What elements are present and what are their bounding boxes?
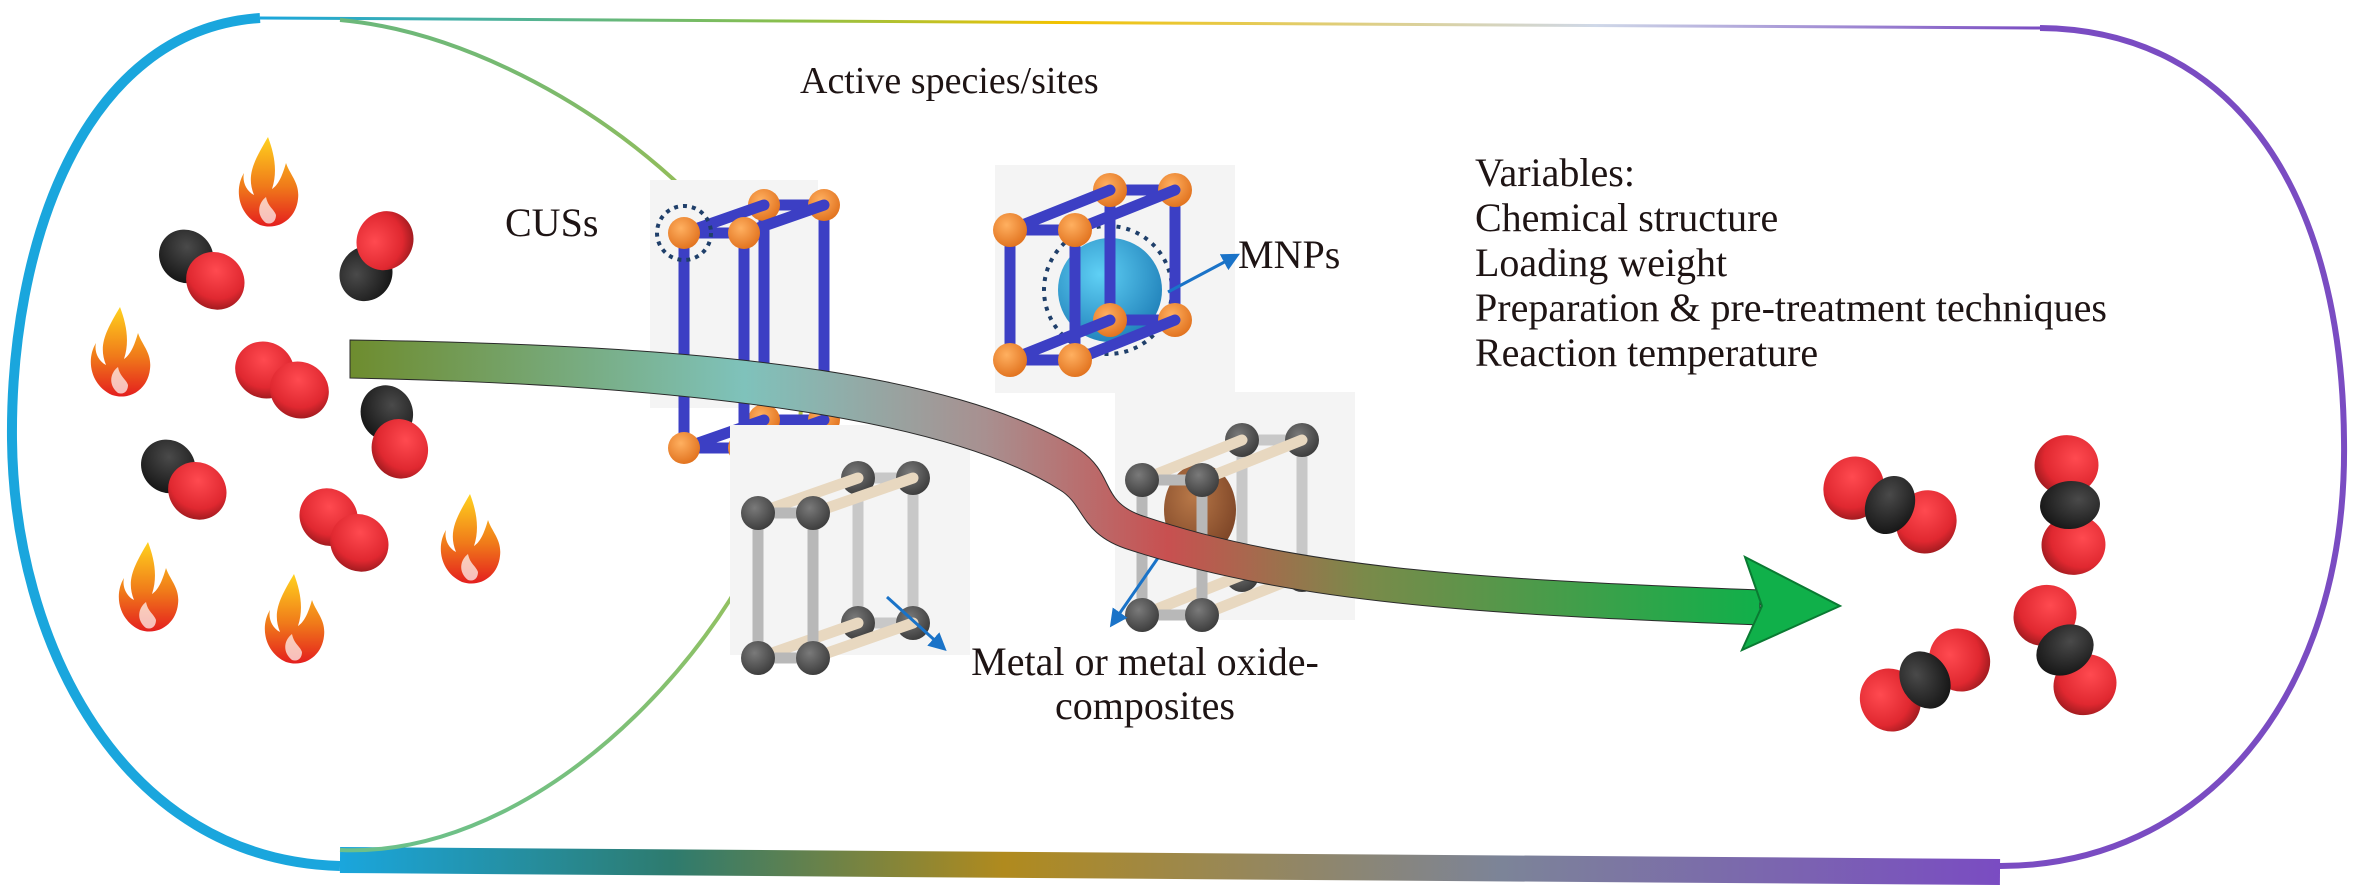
oxygen-atom xyxy=(186,252,245,310)
flow-arrow-head xyxy=(1739,554,1843,652)
framework-node xyxy=(1125,463,1159,497)
flame-icon xyxy=(264,574,325,664)
oxygen-atom xyxy=(2034,435,2099,496)
framework-node xyxy=(1185,463,1219,497)
framework-linker xyxy=(1196,434,1308,486)
carbon-monoxide-molecule xyxy=(141,439,227,520)
framework-node xyxy=(728,217,760,249)
cus-framework xyxy=(650,180,840,464)
oxygen-molecule xyxy=(299,488,389,572)
mnp-framework xyxy=(993,165,1240,393)
flame-icon xyxy=(118,542,179,632)
metal-left-pointer-line xyxy=(885,595,947,652)
metal-right-pointer-line xyxy=(1109,554,1162,628)
variable-item: Loading weight xyxy=(1475,240,1728,285)
framework-linker xyxy=(807,617,919,664)
framework-linker xyxy=(1136,569,1248,621)
framework-linker xyxy=(1069,184,1181,236)
cus-highlight-circle xyxy=(655,204,713,262)
framework-node xyxy=(796,496,830,530)
framework-node xyxy=(741,641,775,675)
framework-linker xyxy=(1004,184,1116,236)
mnp-label: MNPs xyxy=(1238,232,1341,277)
framework-node xyxy=(668,432,700,464)
flame-icon xyxy=(238,137,299,227)
metal-framework-right xyxy=(1109,392,1355,632)
framework-node xyxy=(993,213,1027,247)
metal-composites-label: Metal or metal oxide- composites xyxy=(950,640,1340,728)
framework-linker xyxy=(1004,314,1116,366)
oxygen-molecule xyxy=(235,341,329,419)
carbon-dioxide-molecule xyxy=(2013,584,2117,716)
metal-label-line2: composites xyxy=(1055,683,1235,728)
carbon-dioxide-molecule xyxy=(1823,456,1957,554)
cus-label: CUSs xyxy=(505,200,599,245)
framework-linker xyxy=(807,472,919,519)
reactant-molecules xyxy=(141,211,429,572)
variable-item: Reaction temperature xyxy=(1475,330,1819,375)
framework-linker xyxy=(752,472,864,519)
carbon-dioxide-molecule xyxy=(2034,435,2106,575)
framework-node xyxy=(1185,598,1219,632)
framework-linker xyxy=(1069,314,1181,366)
oxygen-atom xyxy=(371,419,429,479)
framework-node xyxy=(741,496,775,530)
framework-node xyxy=(1058,213,1092,247)
variables-heading: Variables: xyxy=(1475,150,1635,195)
oxygen-atom xyxy=(330,514,389,572)
carbon-atom xyxy=(1899,651,1951,709)
diagram-title: Active species/sites xyxy=(800,60,1099,102)
metal-label-line1: Metal or metal oxide- xyxy=(971,639,1319,684)
flame-icon xyxy=(440,494,501,584)
carbon-monoxide-molecule xyxy=(339,211,414,302)
outer-frame-bottom-edge xyxy=(339,847,2001,885)
flow-arrow xyxy=(349,339,1843,652)
oxygen-atom xyxy=(356,211,414,271)
framework-node xyxy=(1125,598,1159,632)
framework-node xyxy=(993,343,1027,377)
framework-node xyxy=(796,641,830,675)
oxygen-atom xyxy=(2041,514,2106,575)
product-molecules xyxy=(1823,435,2117,732)
carbon-monoxide-molecule xyxy=(360,385,429,479)
carbon-monoxide-molecule xyxy=(159,229,245,310)
outer-frame-top-edge xyxy=(259,16,2041,30)
framework-node xyxy=(1058,343,1092,377)
outer-frame-right-curve xyxy=(1999,25,2348,869)
flame-icon xyxy=(90,307,151,397)
variable-item: Preparation & pre-treatment techniques xyxy=(1475,285,2107,330)
variable-item: Chemical structure xyxy=(1475,195,1779,240)
flames-group xyxy=(90,137,501,664)
oxygen-atom xyxy=(168,462,227,520)
carbon-atom xyxy=(2040,480,2100,530)
carbon-atom xyxy=(1864,475,1916,535)
framework-node xyxy=(668,217,700,249)
oxygen-atom xyxy=(269,361,329,419)
mnp-pointer-line xyxy=(1167,253,1240,294)
carbon-atom xyxy=(2036,624,2094,676)
outer-frame-left-curve xyxy=(6,13,341,871)
variables-list: Variables: Chemical structure Loading we… xyxy=(1475,150,2107,375)
framework-linker xyxy=(1136,434,1248,486)
metal-framework-left xyxy=(730,425,970,675)
carbon-dioxide-molecule xyxy=(1859,628,1991,732)
